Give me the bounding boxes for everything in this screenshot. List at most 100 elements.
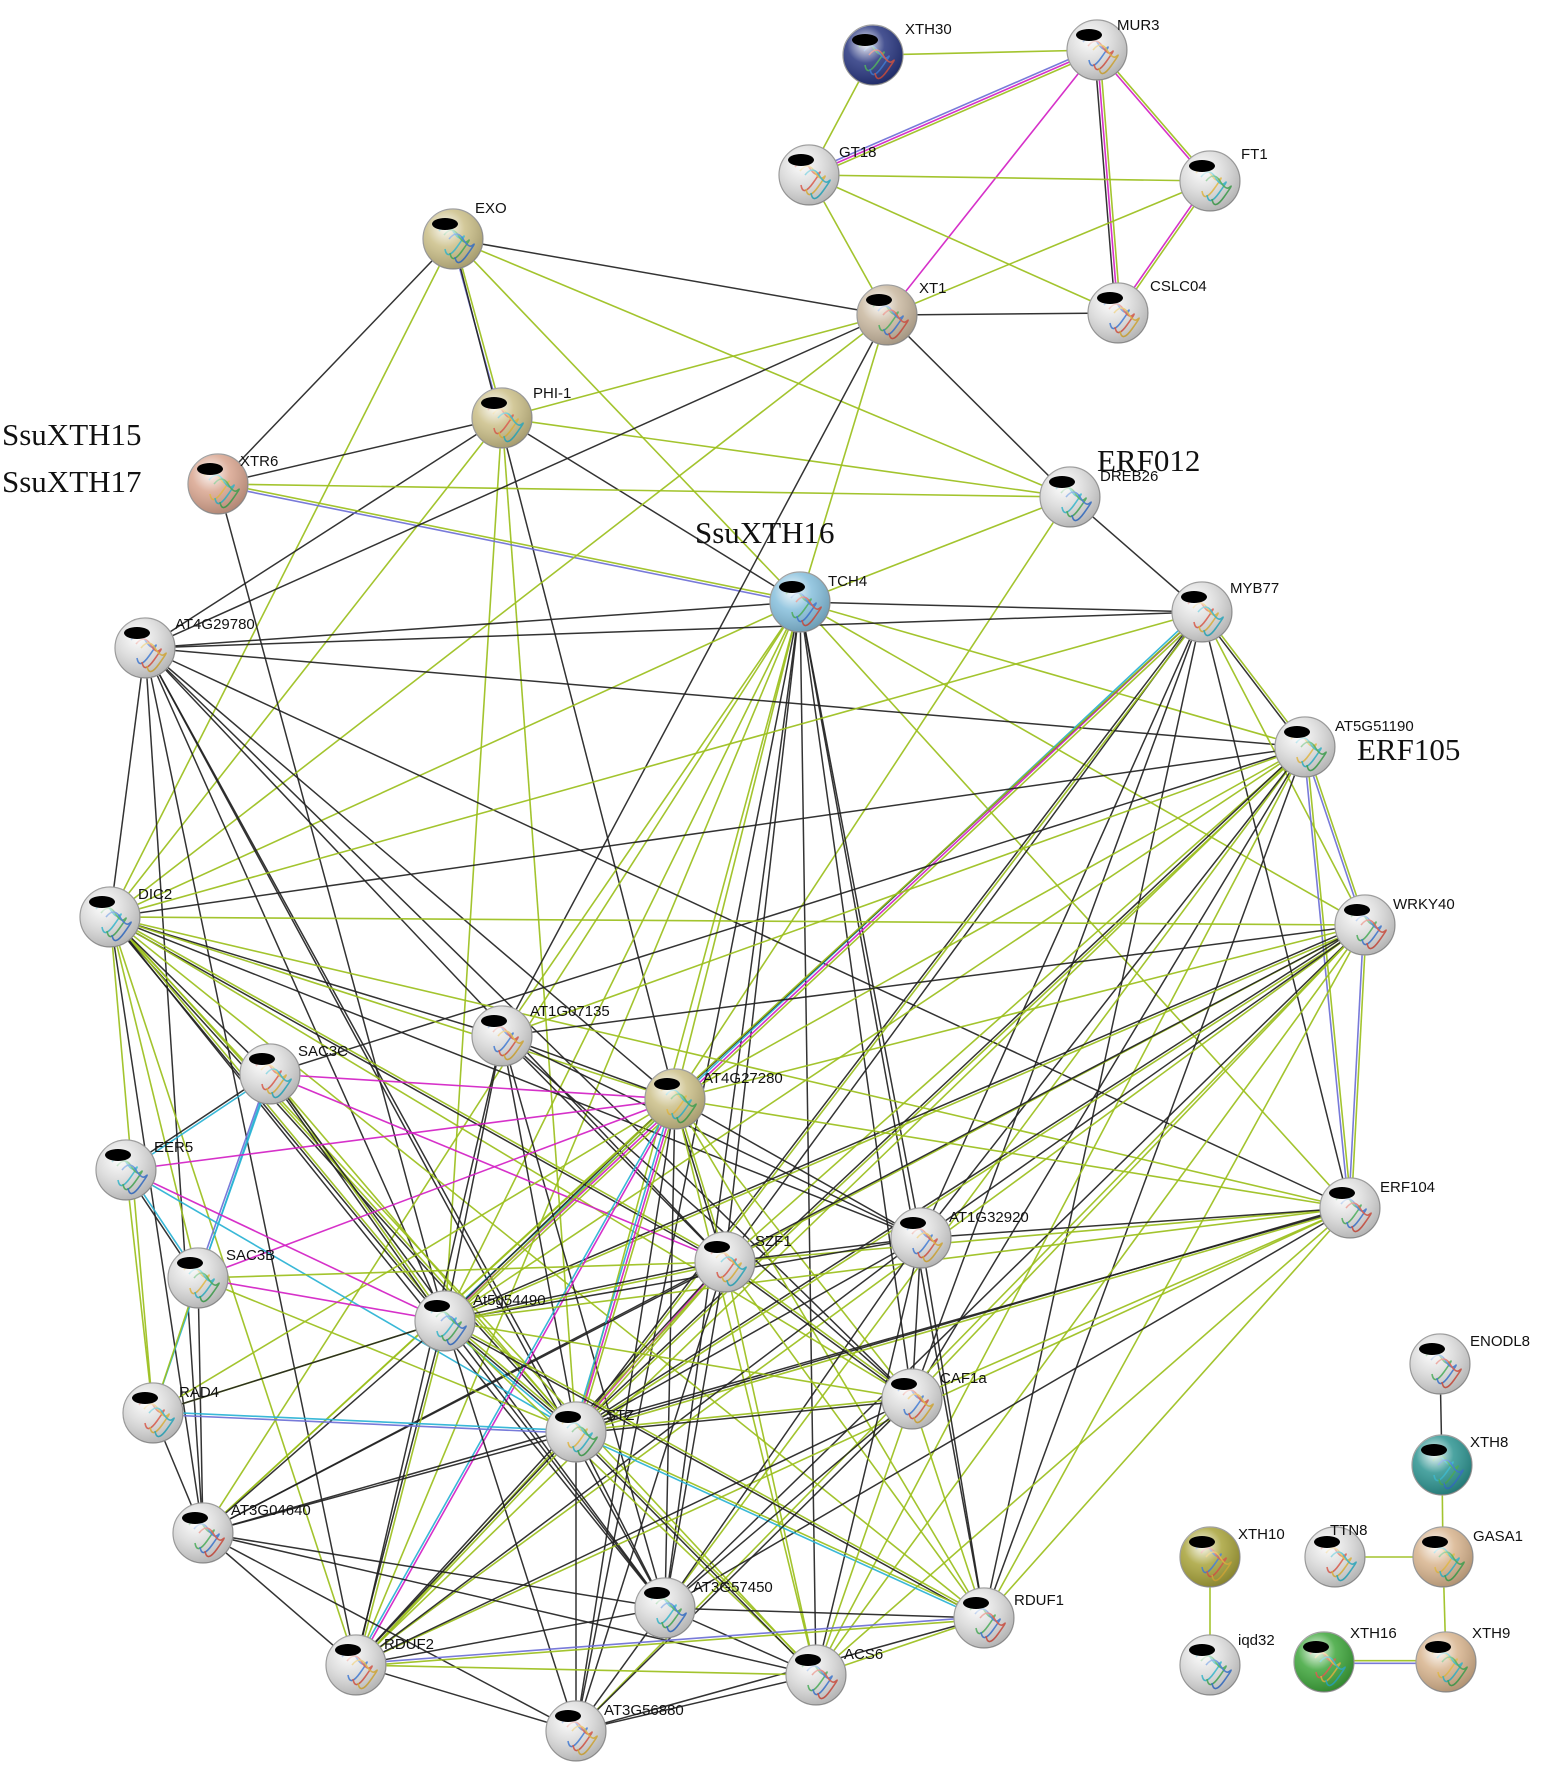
node-ft1[interactable]: FT1 xyxy=(1179,146,1268,212)
edge-TCH4-AT1G32920 xyxy=(799,601,922,1239)
node-xtr6[interactable]: XTR6 xyxy=(187,453,278,515)
edge-EER5-STZ xyxy=(125,1169,577,1433)
edge-DIC2-WRKY40 xyxy=(109,916,1366,926)
node-at3g56880[interactable]: AT3G56880 xyxy=(545,1700,684,1762)
node-at3g04640[interactable]: AT3G04640 xyxy=(172,1502,311,1564)
edge-EXO-AT4G27280 xyxy=(452,238,676,1100)
edge-MUR3-CSLC04 xyxy=(1098,49,1122,313)
node-label: AT4G27280 xyxy=(703,1070,783,1087)
node-exo[interactable]: EXO xyxy=(422,200,507,270)
edge-XTR6-At5g54490 xyxy=(217,483,446,1322)
node-eer5[interactable]: EER5 xyxy=(95,1139,193,1201)
node-xth9[interactable]: XTH9 xyxy=(1415,1625,1510,1693)
edge-MYB77-At5g54490 xyxy=(446,613,1205,1324)
edge-SAC3B-AT3G04640 xyxy=(197,1277,204,1534)
node-rad4[interactable]: RAD4 xyxy=(122,1382,219,1444)
edge-AT4G29780-DIC2 xyxy=(109,647,146,918)
node-dreb26[interactable]: DREB26 xyxy=(1039,466,1158,528)
annotation-erf105: ERF105 xyxy=(1357,732,1460,767)
edge-WRKY40-STZ xyxy=(576,925,1367,1434)
node-wrky40[interactable]: WRKY40 xyxy=(1334,894,1455,956)
node-caf1a[interactable]: CAF1a xyxy=(881,1368,987,1430)
edge-RAD4-STZ xyxy=(153,1410,577,1432)
edge-MYB77-At5g54490 xyxy=(442,609,1201,1320)
node-at1g07135[interactable]: AT1G07135 xyxy=(471,1003,610,1067)
node-rduf2[interactable]: RDUF2 xyxy=(325,1634,434,1696)
edge-AT5G51190-AT1G07135 xyxy=(501,746,1306,1037)
node-label: SAC3B xyxy=(226,1247,275,1264)
edge-AT3G04640-ACS6 xyxy=(202,1532,817,1676)
edge-AT1G07135-AT4G27280 xyxy=(501,1035,676,1100)
node-ttn8[interactable]: TTN8 xyxy=(1304,1522,1368,1588)
edge-AT1G07135-AT3G57450 xyxy=(501,1035,666,1609)
node-phi-1[interactable]: PHI-1 xyxy=(471,385,571,449)
node-label: iqd32 xyxy=(1238,1632,1275,1649)
edge-AT1G07135-SZF1 xyxy=(501,1035,726,1263)
edge-DIC2-SZF1 xyxy=(110,915,726,1262)
node-label: FT1 xyxy=(1241,146,1268,163)
edge-AT4G27280-At5g54490 xyxy=(445,1099,677,1323)
node-tch4[interactable]: TCH4 xyxy=(769,571,867,633)
edge-XT1-CSLC04 xyxy=(886,312,1119,316)
edge-AT4G27280-RAD4 xyxy=(152,1098,676,1414)
edge-SAC3C-SAC3B xyxy=(196,1073,270,1278)
node-gt18[interactable]: GT18 xyxy=(778,144,877,206)
node-label: XTH30 xyxy=(905,21,952,38)
edge-TCH4-WRKY40 xyxy=(799,601,1366,926)
node-at4g27280[interactable]: AT4G27280 xyxy=(644,1068,783,1130)
node-mur3[interactable]: MUR3 xyxy=(1066,17,1160,81)
edge-DIC2-SAC3C xyxy=(109,916,271,1075)
node-at1g32920[interactable]: AT1G32920 xyxy=(890,1207,1029,1269)
node-xth8[interactable]: XTH8 xyxy=(1411,1434,1508,1496)
edge-AT3G04640-AT3G57450 xyxy=(202,1532,666,1609)
edge-CAF1a-AT3G56880 xyxy=(575,1398,913,1732)
edge-RAD4-At5g54490 xyxy=(152,1320,446,1414)
node-sac3c[interactable]: SAC3C xyxy=(239,1043,348,1105)
edge-TCH4-AT3G04640 xyxy=(202,601,801,1534)
node-label: RDUF2 xyxy=(384,1636,434,1653)
edge-AT4G27280-AT3G57450 xyxy=(664,1098,676,1609)
node-xth10[interactable]: XTH10 xyxy=(1179,1526,1285,1588)
edge-AT1G07135-At5g54490 xyxy=(444,1035,503,1322)
node-cslc04[interactable]: CSLC04 xyxy=(1087,278,1207,344)
node-xth16[interactable]: XTH16 xyxy=(1293,1625,1397,1693)
node-at3g57450[interactable]: AT3G57450 xyxy=(634,1577,773,1639)
edge-At5g54490-AT3G56880 xyxy=(444,1320,577,1732)
edge-At5g54490-RDUF1 xyxy=(445,1319,985,1618)
node-label: XTR6 xyxy=(240,453,278,470)
node-at4g29780[interactable]: AT4G29780 xyxy=(114,616,255,679)
node-at5g51190[interactable]: AT5G51190 xyxy=(1274,716,1414,778)
edge-SAC3C-STZ xyxy=(269,1073,577,1433)
node-sac3b[interactable]: SAC3B xyxy=(167,1247,275,1309)
edge-AT4G27280-ERF104 xyxy=(674,1098,1351,1209)
node-label: AT3G04640 xyxy=(231,1502,311,1519)
edge-AT4G27280-CAF1a xyxy=(674,1098,913,1400)
node-label: CAF1a xyxy=(940,1370,987,1387)
edge-PHI-1-STZ xyxy=(501,417,577,1433)
edge-TCH4-AT3G57450 xyxy=(664,601,801,1609)
edge-ERF104-RDUF1 xyxy=(983,1207,1351,1619)
node-szf1[interactable]: SZF1 xyxy=(694,1231,792,1293)
node-erf104[interactable]: ERF104 xyxy=(1319,1177,1435,1239)
edge-DIC2-ERF104 xyxy=(109,916,1351,1209)
edge-AT5G51190-SZF1 xyxy=(724,746,1306,1263)
node-myb77[interactable]: MYB77 xyxy=(1171,580,1279,643)
edge-AT4G29780-MYB77 xyxy=(144,611,1203,649)
node-xth30[interactable]: XTH30 xyxy=(842,21,952,86)
node-iqd32[interactable]: iqd32 xyxy=(1179,1632,1275,1696)
node-at5g54490[interactable]: At5g54490 xyxy=(414,1290,546,1352)
edge-MYB77-STZ xyxy=(576,612,1204,1434)
node-label: RAD4 xyxy=(179,1384,219,1401)
node-stz[interactable]: STZ xyxy=(545,1401,634,1463)
node-label: XTH9 xyxy=(1472,1625,1510,1642)
edge-TCH4-DIC2 xyxy=(109,601,801,918)
edge-DIC2-AT1G07135 xyxy=(109,916,503,1037)
node-xt1[interactable]: XT1 xyxy=(856,280,947,346)
node-enodl8[interactable]: ENODL8 xyxy=(1409,1333,1530,1395)
node-dic2[interactable]: DIC2 xyxy=(79,886,172,948)
edge-WRKY40-At5g54490 xyxy=(444,923,1365,1321)
edge-TCH4-SZF1 xyxy=(724,601,801,1263)
node-gasa1[interactable]: GASA1 xyxy=(1412,1526,1523,1588)
node-rduf1[interactable]: RDUF1 xyxy=(953,1587,1064,1649)
node-acs6[interactable]: ACS6 xyxy=(785,1644,883,1706)
